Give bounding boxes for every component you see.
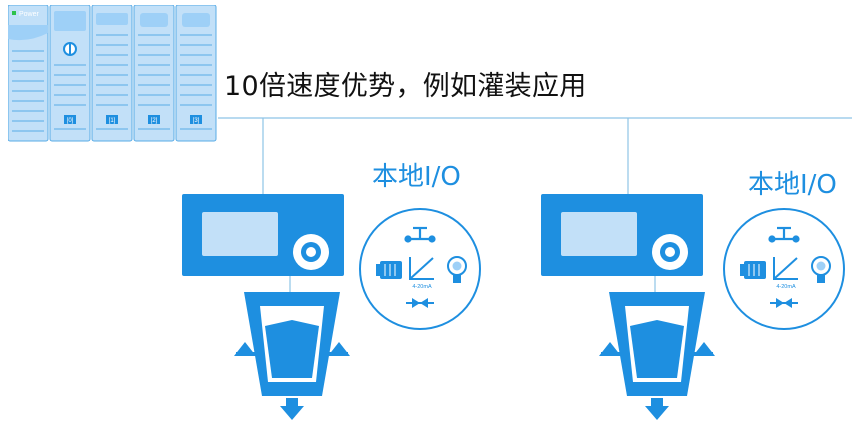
motor-icon xyxy=(376,261,402,279)
filling-tank xyxy=(234,292,350,420)
motor-icon xyxy=(740,261,766,279)
io-module: [1] xyxy=(91,5,133,142)
load-cell-left-icon xyxy=(599,342,621,356)
local-io-label: 本地I/O xyxy=(748,170,837,200)
outflow-arrow-icon xyxy=(280,398,304,420)
lamp-icon xyxy=(447,256,467,283)
power-led-icon xyxy=(12,11,16,15)
local-io-label: 本地I/O xyxy=(372,162,461,192)
signal-label: 4-20mA xyxy=(776,284,796,290)
load-cell-left-icon xyxy=(234,342,256,356)
valve-icon xyxy=(770,298,798,308)
module-label: [2] xyxy=(151,118,158,124)
power-label: Power xyxy=(19,11,40,18)
switch-icon xyxy=(768,226,800,243)
load-cell-right-icon xyxy=(693,342,715,356)
io-module: [2] xyxy=(133,5,175,142)
plc-rack: Power [0] [1] xyxy=(8,5,217,142)
navigation-pad-icon xyxy=(293,234,329,270)
module-label: [1] xyxy=(109,118,116,124)
valve-icon xyxy=(406,298,434,308)
switch-icon xyxy=(404,226,436,243)
device-display xyxy=(202,212,278,256)
headline: 10倍速度优势，例如灌装应用 xyxy=(224,71,587,102)
lamp-icon xyxy=(811,256,831,283)
signal-label: 4-20mA xyxy=(412,284,432,290)
local-io-devices: 4-20mA xyxy=(359,208,481,330)
power-supply-module: Power xyxy=(8,5,49,142)
filling-tank xyxy=(599,292,715,420)
module-label: [0] xyxy=(67,118,74,124)
local-io-devices: 4-20mA xyxy=(723,208,845,330)
io-module: [3] xyxy=(175,5,217,142)
analog-signal-icon xyxy=(409,257,434,280)
navigation-pad-icon xyxy=(652,234,688,270)
module-label: [3] xyxy=(193,118,200,124)
io-controller-device xyxy=(182,194,344,276)
load-cell-right-icon xyxy=(328,342,350,356)
device-display xyxy=(561,212,637,256)
io-controller-device xyxy=(541,194,703,276)
outflow-arrow-icon xyxy=(645,398,669,420)
controller-module: [0] xyxy=(49,5,91,142)
analog-signal-icon xyxy=(773,257,798,280)
